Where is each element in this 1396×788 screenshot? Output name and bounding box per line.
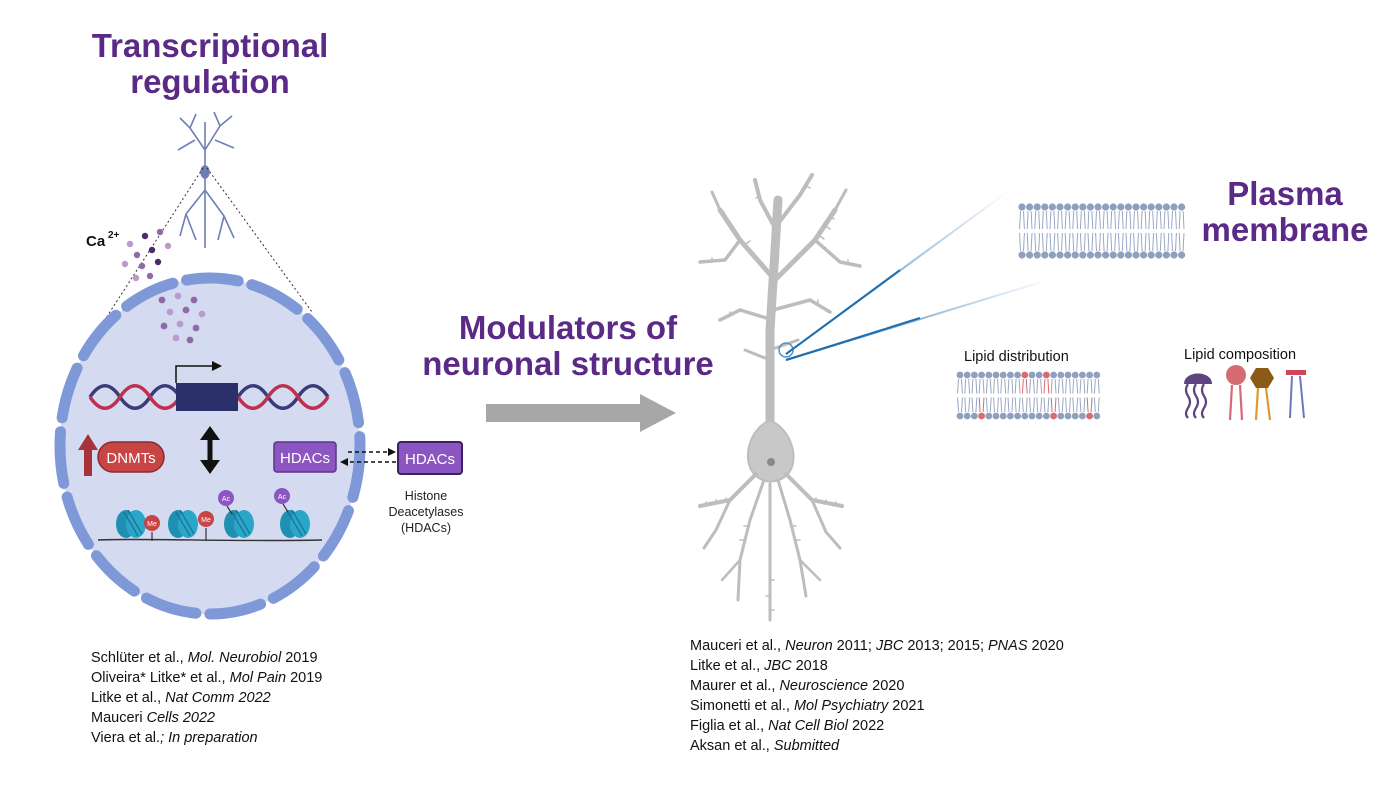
reference-journal: Nat Cell Biol (768, 718, 848, 734)
lipid-distribution-bilayer (956, 371, 1101, 420)
reference-text: 2019 (286, 670, 323, 686)
reference-journal: Neuron (785, 638, 833, 654)
reference-text: Figlia et al., (690, 718, 769, 734)
reference-text: 2019 (281, 650, 318, 666)
dna-helix (88, 384, 330, 410)
hdacs-outside-label: HDACs (405, 451, 455, 468)
reference-journal: Cells 2022 (146, 710, 216, 726)
reference-journal: Mol. Neurobiol (187, 650, 282, 666)
reference-text: Viera et al. (91, 730, 161, 746)
lipid-distribution-label: Lipid distribution (964, 349, 1069, 365)
bidirectional-arrow (200, 426, 220, 474)
neuron-nucleus-dot (767, 458, 775, 466)
nucleosomes (116, 509, 310, 538)
reference-line: Mauceri et al., Neuron 2011; JBC 2013; 2… (690, 636, 1064, 656)
hdac-caption-line3: (HDACs) (401, 521, 451, 535)
calcium-ions-nucleus (158, 292, 206, 344)
reference-line: Mauceri Cells 2022 (91, 708, 322, 728)
hdacs-inside-box (273, 441, 337, 473)
reference-line: Schlüter et al., Mol. Neurobiol 2019 (91, 648, 322, 668)
methyl-marks: Me Me (144, 511, 214, 541)
reference-line: Aksan et al., Submitted (690, 736, 1064, 756)
membrane-bilayer (1018, 203, 1186, 259)
reference-journal: Submitted (773, 738, 840, 754)
hdacs-inside-label: HDACs (280, 450, 330, 467)
large-neuron-icon (698, 173, 862, 622)
chromatin-strand (97, 538, 323, 542)
reference-text: Simonetti et al., (690, 698, 794, 714)
reference-journal: ; In preparation (160, 730, 258, 746)
dnmts-label: DNMTs (106, 450, 155, 467)
reference-journal: PNAS (988, 638, 1028, 654)
references-right: Mauceri et al., Neuron 2011; JBC 2013; 2… (690, 636, 1064, 756)
reference-journal: JBC (875, 638, 904, 654)
calcium-superscript: 2+ (108, 230, 120, 241)
reference-text: 2021 (888, 698, 925, 714)
reference-text: 2013; 2015; (903, 638, 989, 654)
lipid-composition-label: Lipid composition (1184, 347, 1296, 363)
reference-journal: Mol Pain (229, 670, 287, 686)
reference-text: Litke et al., (91, 690, 166, 706)
lipid-composition-icons (1184, 365, 1306, 421)
zoom-beams (785, 189, 1049, 361)
reference-line: Simonetti et al., Mol Psychiatry 2021 (690, 696, 1064, 716)
hdac-caption-line1: Histone (405, 489, 447, 503)
reference-line: Litke et al., Nat Comm 2022 (91, 688, 322, 708)
hdacs-outside-box (397, 441, 463, 475)
svg-text:Ac: Ac (222, 496, 231, 503)
reference-line: Maurer et al., Neuroscience 2020 (690, 676, 1064, 696)
zoom-lines (105, 167, 313, 319)
hdac-caption-line2: Deacetylases (388, 505, 463, 519)
svg-text:Me: Me (201, 517, 211, 524)
reference-text: Schlüter et al., (91, 650, 188, 666)
acetyl-marks: Ac Ac (218, 488, 290, 515)
svg-text:Me: Me (147, 521, 157, 528)
reference-text: 2011; (832, 638, 876, 654)
reference-line: Figlia et al., Nat Cell Biol 2022 (690, 716, 1064, 736)
svg-text:Ac: Ac (278, 494, 287, 501)
reference-text: Litke et al., (690, 658, 765, 674)
reference-text: 2018 (791, 658, 828, 674)
reference-journal: Neuroscience (779, 678, 869, 694)
reference-text: 2022 (847, 718, 885, 734)
dnmts-pill (97, 441, 165, 473)
small-neuron-icon (177, 111, 235, 248)
large-gray-arrow (486, 394, 676, 432)
reference-line: Viera et al.; In preparation (91, 728, 322, 748)
reference-text: Maurer et al., (690, 678, 780, 694)
reference-journal: Mol Psychiatry (793, 698, 889, 714)
reference-text: 2020 (868, 678, 905, 694)
transcription-start-arrow (175, 365, 214, 383)
gene-box (176, 383, 238, 411)
reference-text: Oliveira* Litke* et al., (91, 670, 230, 686)
hdac-shuttle-arrows (340, 448, 396, 466)
reference-text: Aksan et al., (690, 738, 774, 754)
calcium-label: Ca (86, 233, 106, 250)
dnmt-up-arrow (78, 434, 98, 476)
reference-text: Mauceri et al., (690, 638, 786, 654)
reference-journal: JBC (764, 658, 792, 674)
reference-journal: Nat Comm 2022 (165, 690, 271, 706)
reference-line: Oliveira* Litke* et al., Mol Pain 2019 (91, 668, 322, 688)
reference-text: Mauceri (91, 710, 147, 726)
reference-text: 2020 (1027, 638, 1064, 654)
calcium-ions (121, 228, 172, 282)
reference-line: Litke et al., JBC 2018 (690, 656, 1064, 676)
